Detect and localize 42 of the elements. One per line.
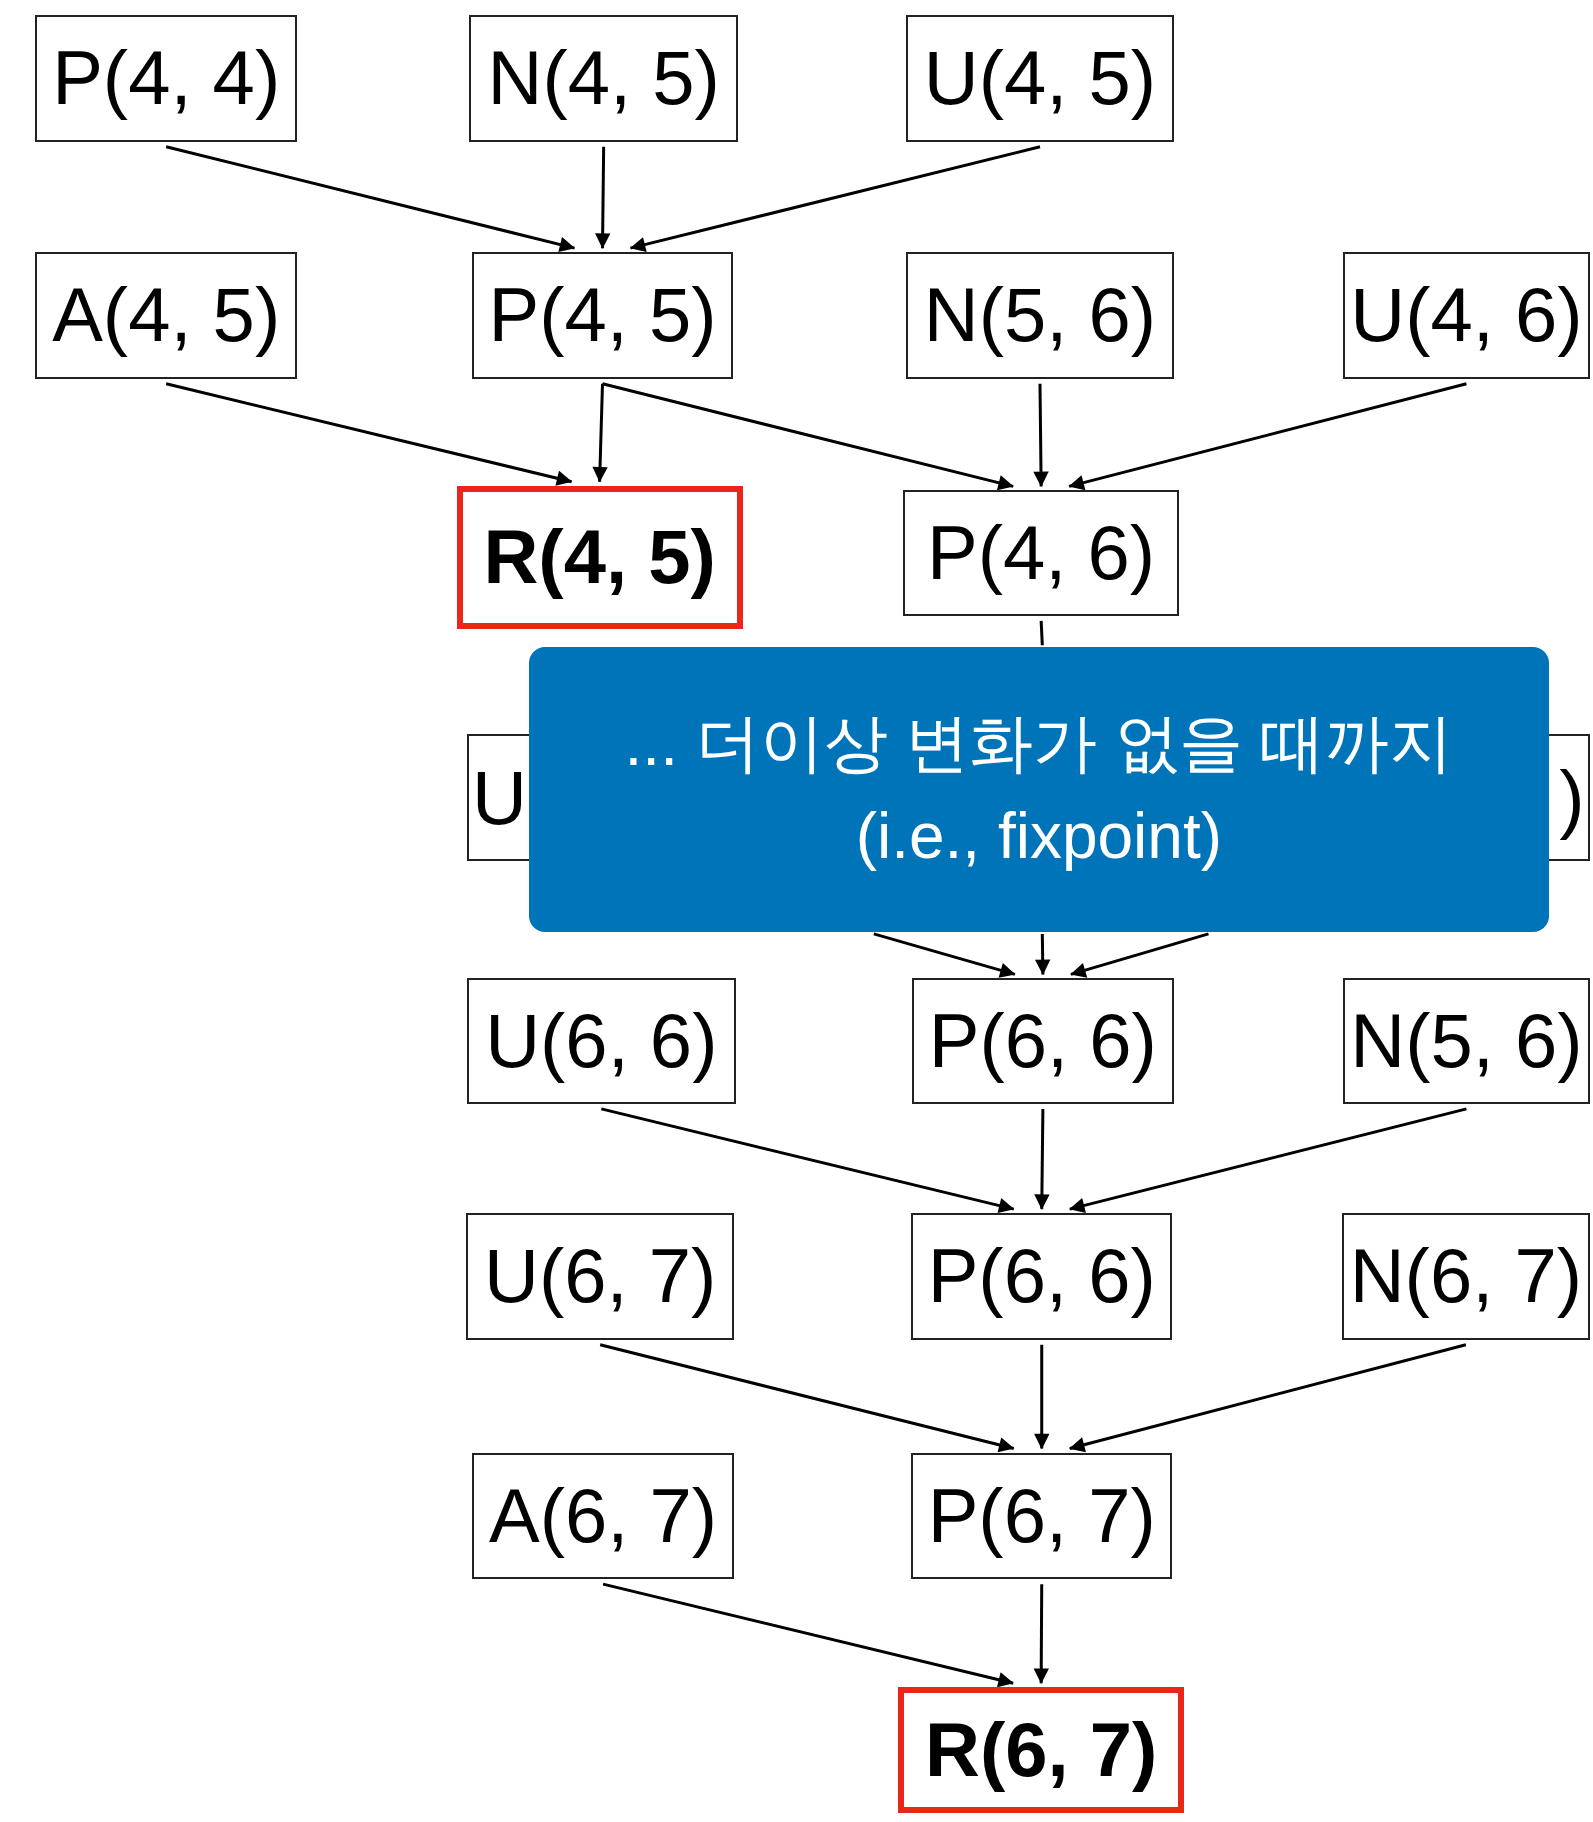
term-box (1548, 734, 1590, 862)
term-box (911, 1213, 1173, 1340)
term-label: U (472, 759, 527, 836)
arrow (165, 145, 576, 253)
arrow (1033, 383, 1049, 487)
term-box (471, 1452, 735, 1580)
term-box (906, 15, 1174, 142)
arrow (602, 382, 1014, 491)
arrow (599, 1343, 1015, 1453)
arrow (1034, 1108, 1050, 1210)
arrow (1070, 932, 1209, 978)
arrow (592, 383, 608, 483)
term-box (465, 1213, 735, 1340)
arrow (1068, 382, 1467, 491)
arrow (602, 1582, 1014, 1688)
term-box (34, 252, 298, 379)
arrow (1069, 1343, 1467, 1453)
result-box (898, 1687, 1185, 1813)
arrow (629, 145, 1041, 253)
term-box (1342, 1213, 1590, 1340)
term-box (467, 978, 736, 1104)
arrow (1069, 1107, 1467, 1213)
term-box (469, 15, 738, 142)
term-box (471, 252, 734, 379)
term-box (1343, 978, 1590, 1104)
arrow (1035, 933, 1051, 976)
arrow (165, 382, 573, 486)
term-box (911, 1452, 1173, 1580)
arrow (600, 1107, 1015, 1214)
arrow (1033, 1584, 1049, 1684)
arrow (595, 146, 611, 249)
result-box (456, 485, 743, 629)
arrow (1034, 1344, 1050, 1450)
term-box (906, 252, 1174, 379)
term-box (912, 978, 1174, 1104)
arrow (873, 932, 1016, 978)
note-text: ... 더이상 변화가 없을 때까지 (i.e., fixpoint) (623, 705, 1455, 874)
term-box (1343, 252, 1590, 379)
note-banner (528, 647, 1549, 932)
term-box (902, 490, 1180, 616)
term-box (467, 734, 529, 862)
term-box (34, 15, 298, 142)
